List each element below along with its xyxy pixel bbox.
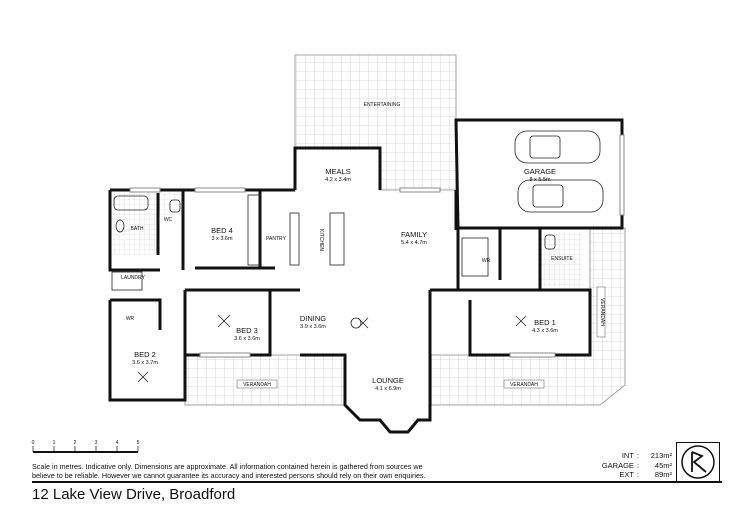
- car-icon: [514, 130, 601, 164]
- room-garage: GARAGE: [524, 167, 556, 176]
- svg-text:1: 1: [53, 440, 56, 446]
- svg-text:3.6 x 3.6m: 3.6 x 3.6m: [234, 336, 260, 342]
- svg-text:8 x 5.5m: 8 x 5.5m: [529, 177, 551, 183]
- wet-area-tiles: [113, 193, 582, 287]
- room-verandah-right: VERANDAH: [510, 382, 538, 388]
- svg-text:3: 3: [95, 440, 98, 446]
- room-bed2: BED 2: [134, 350, 156, 359]
- svg-text:3.6 x 3.7m: 3.6 x 3.7m: [132, 360, 158, 366]
- room-wr-left: WR: [126, 316, 135, 322]
- logo-icon: [681, 445, 715, 479]
- svg-text:4.2 x 3.4m: 4.2 x 3.4m: [325, 177, 351, 183]
- svg-text:4.1 x 6.9m: 4.1 x 6.9m: [375, 386, 401, 392]
- room-wr-right: WR: [482, 258, 491, 264]
- room-entertaining: ENTERTAINING: [364, 102, 401, 108]
- room-family: FAMILY: [401, 230, 427, 239]
- entertaining-area: [294, 54, 457, 191]
- room-meals: MEALS: [325, 167, 350, 176]
- svg-text:0: 0: [32, 440, 35, 446]
- room-bed3: BED 3: [236, 326, 258, 335]
- room-labels: ENTERTAINING GARAGE 8 x 5.5m MEALS 4.2 x…: [121, 102, 606, 392]
- divider: [32, 481, 722, 483]
- room-dining: DINING: [300, 314, 326, 323]
- room-wc: WC: [164, 217, 173, 223]
- area-summary: INT:213m² GARAGE:45m² EXT:89m²: [601, 451, 672, 479]
- svg-text:4.3 x 3.6m: 4.3 x 3.6m: [532, 328, 558, 334]
- svg-text:4: 4: [116, 440, 119, 446]
- windows: [129, 134, 625, 358]
- svg-text:3.9 x 3.6m: 3.9 x 3.6m: [300, 324, 326, 330]
- scale-bar: 0 1 2 3 4 5: [32, 440, 140, 453]
- property-address: 12 Lake View Drive, Broadford: [32, 486, 236, 503]
- room-lounge: LOUNGE: [372, 376, 404, 385]
- room-kitchen: KITCHEN: [318, 229, 324, 251]
- svg-text:3 x 3.6m: 3 x 3.6m: [211, 236, 233, 242]
- room-verandah-side: VERANDAH: [599, 298, 605, 326]
- disclaimer: Scale in metres. Indicative only. Dimens…: [32, 462, 426, 480]
- room-verandah-left: VERANDAH: [243, 382, 271, 388]
- car-icon: [517, 179, 604, 213]
- room-bath: BATH: [131, 226, 144, 232]
- room-ensuite: ENSUITE: [551, 256, 573, 262]
- room-laundry: LAUNDRY: [121, 275, 145, 281]
- fixtures: [111, 194, 556, 383]
- logo: [676, 442, 720, 482]
- room-pantry: PANTRY: [266, 236, 286, 242]
- walls: [108, 118, 624, 434]
- room-bed4: BED 4: [211, 226, 233, 235]
- svg-text:5: 5: [137, 440, 140, 446]
- room-bed1: BED 1: [534, 318, 556, 327]
- svg-text:5.4 x 4.7m: 5.4 x 4.7m: [401, 240, 427, 246]
- svg-text:2: 2: [74, 440, 77, 446]
